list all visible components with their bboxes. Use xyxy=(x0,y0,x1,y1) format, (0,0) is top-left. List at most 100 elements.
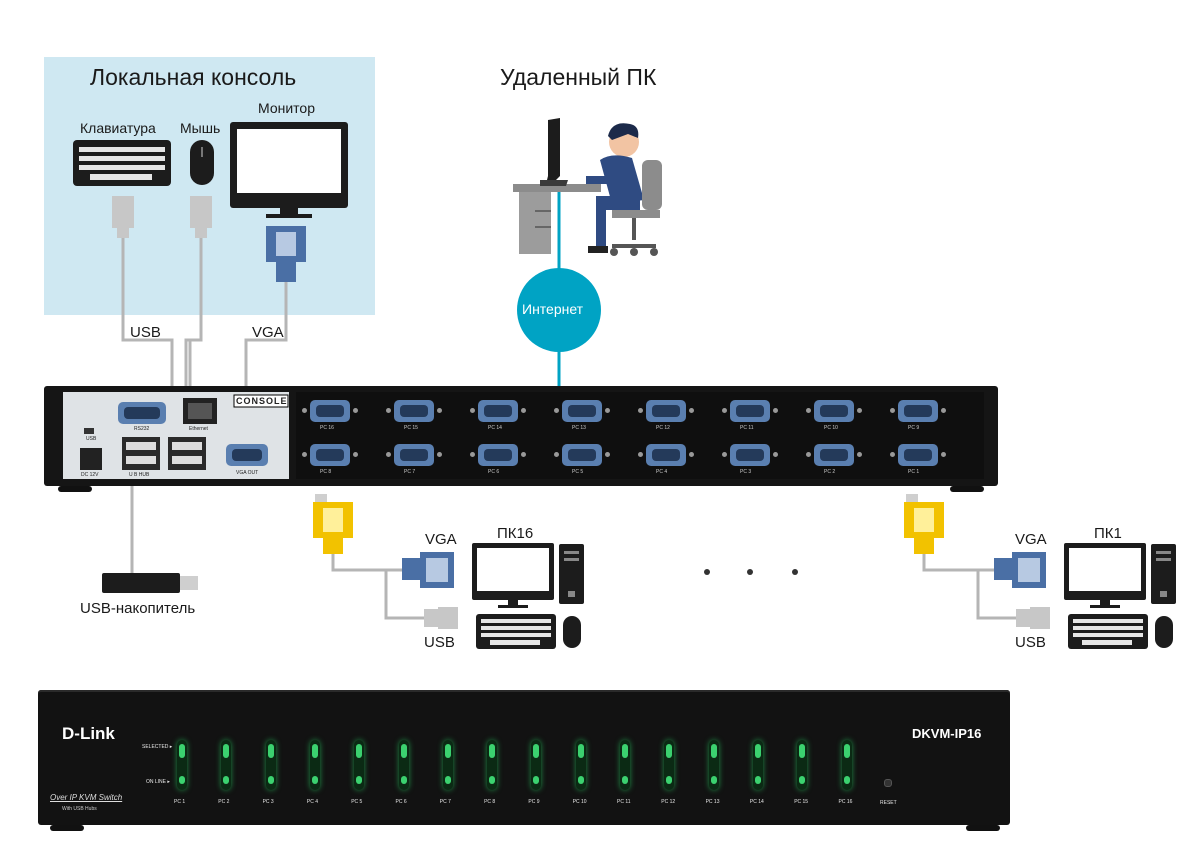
channel-label: PC 6 xyxy=(395,799,407,805)
yellow-vga-plug-icon xyxy=(313,494,353,554)
keyboard-label: Клавиатура xyxy=(80,120,156,136)
vga-port-pc5[interactable] xyxy=(562,444,602,466)
port-label: PC 16 xyxy=(320,425,334,431)
channel-label: PC 7 xyxy=(439,799,451,805)
channel-label: PC 11 xyxy=(617,799,631,805)
channel-label: PC 13 xyxy=(705,799,720,805)
channel-label: PC 15 xyxy=(794,799,809,805)
port-label: PC 3 xyxy=(740,469,752,475)
channel-label: PC 16 xyxy=(838,799,853,805)
vga-port-pc10[interactable] xyxy=(814,400,854,422)
port-screw xyxy=(857,408,862,413)
ellipsis-dot xyxy=(747,569,753,575)
port-screw xyxy=(353,452,358,457)
channel-label: PC 12 xyxy=(661,799,676,805)
internet-cloud-icon xyxy=(517,268,601,352)
channel-label: PC 2 xyxy=(218,799,230,805)
console-usb-label: USB xyxy=(130,324,161,341)
model-name: DKVM-IP16 xyxy=(912,726,982,741)
port-label: PC 12 xyxy=(656,425,670,431)
port-label: PC 8 xyxy=(320,469,332,475)
port-screw xyxy=(302,408,307,413)
port-label: PC 15 xyxy=(404,425,418,431)
channel-led-pc2 xyxy=(221,740,232,790)
usb-plug-icon xyxy=(1016,607,1050,629)
product-subtitle-2: With USB Hubs xyxy=(62,806,97,812)
channel-label: PC 1 xyxy=(174,799,186,805)
channel-led-pc13 xyxy=(708,740,719,790)
vga-port-pc6[interactable] xyxy=(478,444,518,466)
product-subtitle: Over IP KVM Switch xyxy=(50,793,123,802)
usb-console-ports xyxy=(168,437,206,470)
port-screw xyxy=(722,452,727,457)
dc-jack xyxy=(80,448,102,470)
blue-vga-plug-icon xyxy=(402,552,454,588)
channel-led-pc10 xyxy=(575,740,586,790)
mouse-label: Мышь xyxy=(180,120,221,136)
usb-stick-icon xyxy=(102,573,198,593)
channel-led-pc12 xyxy=(664,740,675,790)
port-screw xyxy=(302,452,307,457)
channel-led-pc15 xyxy=(797,740,808,790)
vga-port-pc8[interactable] xyxy=(310,444,350,466)
port-label: PC 13 xyxy=(572,425,586,431)
vga-port-pc4[interactable] xyxy=(646,444,686,466)
yellow-vga-plug-icon xyxy=(904,494,944,554)
port-screw xyxy=(857,452,862,457)
vga-port-pc14[interactable] xyxy=(478,400,518,422)
channel-led-pc5 xyxy=(354,740,365,790)
port-label: PC 11 xyxy=(740,425,754,431)
vga-port-pc15[interactable] xyxy=(394,400,434,422)
pc16-usb-label: USB xyxy=(424,634,455,651)
port-label: PC 10 xyxy=(824,425,838,431)
pc1-computer-icon xyxy=(1064,543,1176,649)
vga-port-pc3[interactable] xyxy=(730,444,770,466)
usb-hub-ports xyxy=(122,437,160,470)
port-label: PC 14 xyxy=(488,425,502,431)
port-screw xyxy=(890,452,895,457)
channel-label: PC 9 xyxy=(528,799,540,805)
port-screw xyxy=(638,452,643,457)
port-label: PC 9 xyxy=(908,425,920,431)
vga-port-pc1[interactable] xyxy=(898,444,938,466)
channel-label: PC 8 xyxy=(484,799,496,805)
vga-port-pc12[interactable] xyxy=(646,400,686,422)
blue-vga-plug-icon xyxy=(994,552,1046,588)
channel-label: PC 5 xyxy=(351,799,363,805)
vga-port-pc16[interactable] xyxy=(310,400,350,422)
channel-led-pc3 xyxy=(265,740,276,790)
port-label: PC 5 xyxy=(572,469,584,475)
vga-port-pc13[interactable] xyxy=(562,400,602,422)
channel-label: PC 10 xyxy=(572,799,587,805)
ethernet-label: Ethernet xyxy=(189,426,208,432)
port-screw xyxy=(521,408,526,413)
top-port-row: PC 16 PC 15 PC 14 PC 13 PC 12 PC 11 PC 10 PC 9 xyxy=(296,396,984,436)
channel-label: PC 14 xyxy=(749,799,764,805)
port-screw xyxy=(722,408,727,413)
mouse-icon xyxy=(190,140,214,185)
channel-led-pc4 xyxy=(309,740,320,790)
vga-port-pc7[interactable] xyxy=(394,444,434,466)
vga-port-pc11[interactable] xyxy=(730,400,770,422)
channel-led-pc1 xyxy=(177,740,187,790)
vga-port-pc9[interactable] xyxy=(898,400,938,422)
port-screw xyxy=(941,408,946,413)
port-screw xyxy=(437,408,442,413)
local-console-title: Локальная консоль xyxy=(90,64,297,90)
pc1-usb-label: USB xyxy=(1015,634,1046,651)
port-screw xyxy=(386,408,391,413)
port-screw xyxy=(638,408,643,413)
channel-led-pc9 xyxy=(531,740,542,790)
vga-port-pc2[interactable] xyxy=(814,444,854,466)
reset-button[interactable] xyxy=(884,779,892,787)
port-label: PC 4 xyxy=(656,469,668,475)
port-screw xyxy=(890,408,895,413)
port-screw xyxy=(521,452,526,457)
port-screw xyxy=(386,452,391,457)
port-screw xyxy=(689,408,694,413)
dc-label: DC 12V xyxy=(81,472,99,478)
port-screw xyxy=(554,408,559,413)
channel-label: PC 4 xyxy=(306,799,319,805)
